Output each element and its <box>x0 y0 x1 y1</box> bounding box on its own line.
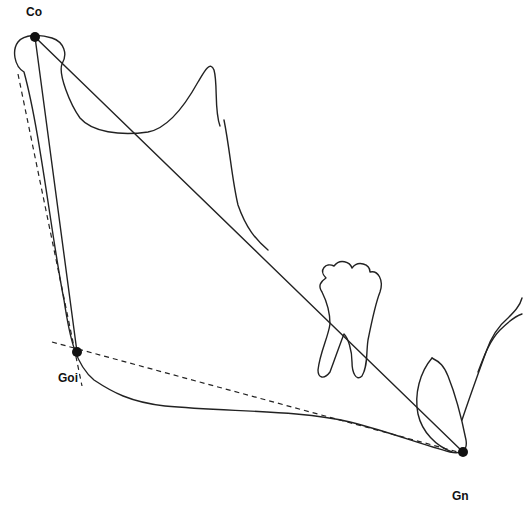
symphysis <box>417 358 452 452</box>
ramus-tangent <box>18 74 82 386</box>
point-dot <box>458 447 468 457</box>
incisor <box>478 314 522 372</box>
co-goi-line <box>35 37 77 352</box>
point-label: Co <box>26 6 42 18</box>
point-dot <box>72 347 82 357</box>
mandible-outline <box>15 35 467 452</box>
mandibular-plane <box>52 342 458 452</box>
point-label: Gn <box>452 490 469 502</box>
point-label: Goi <box>58 372 78 384</box>
incisor <box>462 298 522 420</box>
point-dot <box>30 32 40 42</box>
oblique-ridge <box>224 120 268 250</box>
co-gn-line <box>35 37 463 452</box>
